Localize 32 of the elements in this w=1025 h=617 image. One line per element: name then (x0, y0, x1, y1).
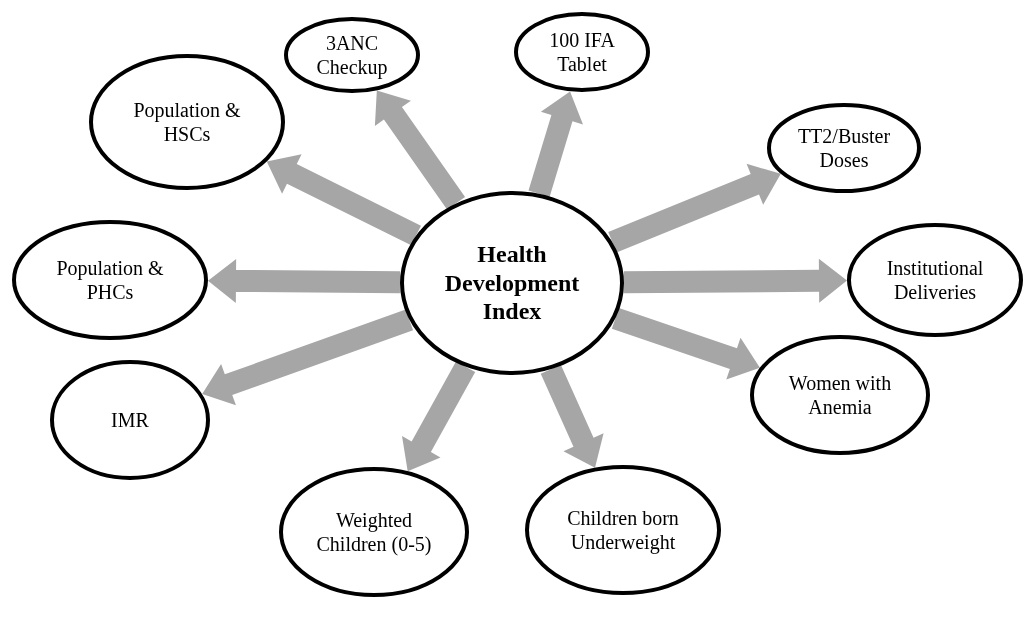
ellipse-node (514, 12, 650, 92)
node-label: Population & HSCs (132, 98, 242, 146)
block-arrow (374, 90, 466, 210)
node-label: TT2/Buster Doses (796, 124, 892, 172)
block-arrow (540, 364, 604, 468)
ellipse-node (847, 223, 1023, 337)
block-arrow (266, 154, 421, 246)
block-arrow (528, 91, 583, 197)
block-arrow (208, 258, 401, 303)
ellipse-node (400, 191, 624, 375)
block-arrow (623, 258, 847, 303)
ellipse-node (12, 220, 208, 340)
node-label: Institutional Deliveries (885, 256, 985, 304)
block-arrow (402, 361, 476, 472)
node-label: Children born Underweight (566, 506, 680, 554)
ellipse-node (284, 17, 420, 93)
block-arrow (608, 163, 781, 253)
node-label: 100 IFA Tablet (548, 28, 616, 76)
node-label: Health Development Index (443, 239, 581, 327)
block-arrow (611, 307, 760, 380)
node-label: Population & PHCs (55, 256, 165, 304)
ellipse-node (89, 54, 285, 190)
ellipse-node (750, 335, 930, 455)
ellipse-node (525, 465, 721, 595)
block-arrow (202, 309, 414, 406)
node-label: IMR (111, 408, 149, 432)
ellipse-node (767, 103, 921, 193)
ellipse-node (50, 360, 210, 480)
ellipse-node (279, 467, 469, 597)
node-label: 3ANC Checkup (315, 31, 389, 79)
node-label: Weighted Children (0-5) (315, 508, 433, 556)
node-label: Women with Anemia (787, 371, 893, 419)
